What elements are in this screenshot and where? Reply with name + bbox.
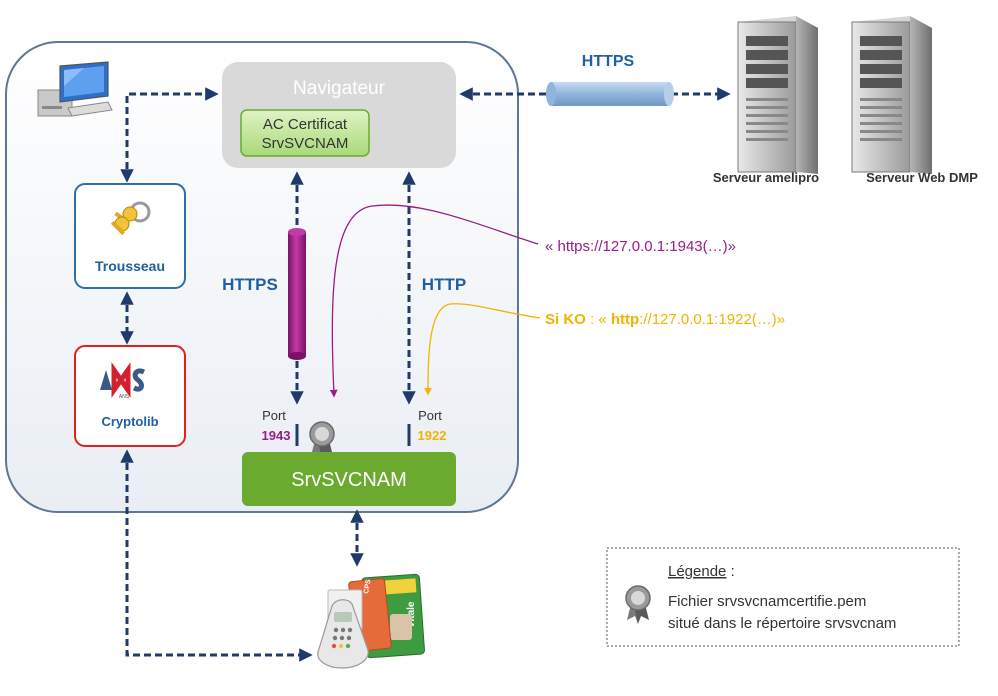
url-https-label: « https://127.0.0.1:1943(…)» — [545, 238, 736, 255]
server-amelipro-label: Serveur amelipro — [713, 170, 819, 185]
server-dmp-label: Serveur Web DMP — [866, 170, 978, 185]
port-1922-label: Port — [418, 408, 442, 423]
srvsvcnam-box — [242, 452, 456, 506]
http-side-label: HTTP — [422, 275, 466, 294]
trousseau-box — [74, 183, 186, 289]
svg-text:ANS: ANS — [119, 394, 130, 400]
callout-http-curve — [424, 303, 541, 396]
cps-card-label: CPS — [363, 579, 372, 595]
url-http-label: Si KO : « http://127.0.0.1:1922(…)» — [545, 311, 785, 328]
certificate-line-1: AC Certificat — [263, 116, 348, 133]
server-dmp-icon — [851, 16, 932, 174]
navigator-title: Navigateur — [293, 78, 386, 99]
card-reader-icon: Vitale CPS — [317, 573, 425, 669]
certificate-box — [240, 109, 370, 157]
https-side-label: HTTPS — [222, 275, 278, 294]
srvsvcnam-label: SrvSVCNAM — [291, 469, 407, 491]
cryptolib-label: Cryptolib — [101, 414, 158, 429]
https-pipe-vertical — [288, 228, 306, 360]
keys-icon — [110, 201, 151, 236]
legend-certificate-icon — [625, 585, 651, 624]
certificate-line-2: SrvSVCNAM — [262, 135, 349, 152]
legend-line-2: situé dans le répertoire srvsvcnam — [668, 615, 896, 632]
port-1943-number: 1943 — [262, 428, 291, 443]
computer-icon — [37, 61, 113, 117]
https-top-label: HTTPS — [582, 53, 635, 70]
arrow-cryptolib-reader — [120, 449, 313, 662]
ans-logo: ANS — [100, 362, 146, 400]
legend-box — [606, 547, 960, 647]
trousseau-label: Trousseau — [95, 258, 165, 274]
port-1943-label: Port — [262, 408, 286, 423]
arrow-trousseau-navigator — [120, 87, 219, 183]
server-amelipro-icon — [737, 16, 818, 174]
callout-https-curve — [329, 204, 539, 398]
legend-title: Légende : — [668, 563, 735, 580]
vitale-card-label: Vitale — [406, 601, 417, 628]
https-pipe-horizontal — [546, 82, 674, 106]
legend-line-1: Fichier srvsvcnamcertifie.pem — [668, 593, 866, 610]
port-1922-number: 1922 — [418, 428, 447, 443]
